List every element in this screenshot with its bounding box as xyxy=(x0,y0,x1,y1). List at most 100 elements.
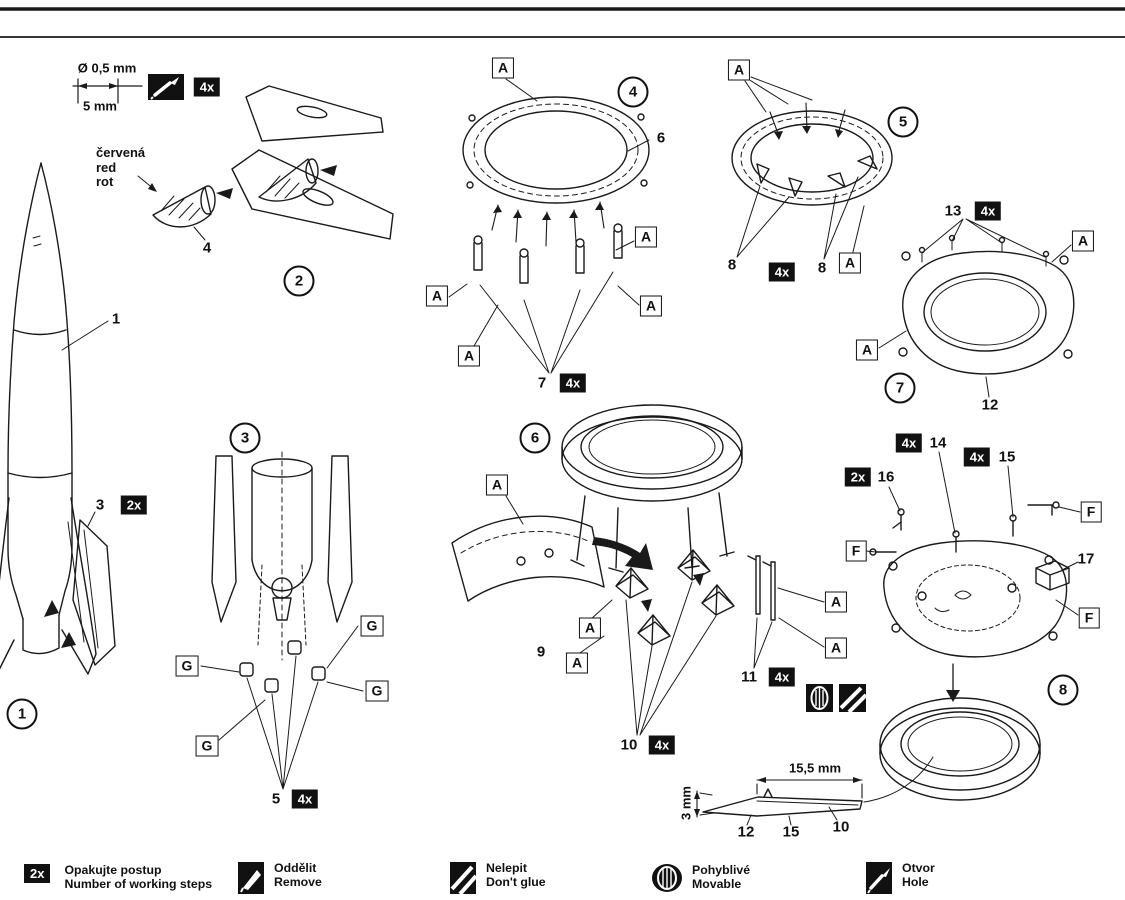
qty-badge-4x: 4x xyxy=(895,433,923,453)
page-top-rules xyxy=(0,7,1125,38)
part-number-10: 10 xyxy=(832,818,850,836)
sub-assembly-label-F: F xyxy=(1080,501,1102,523)
sub-assembly-label-A: A xyxy=(824,591,848,613)
sub-assembly-label-A: A xyxy=(639,295,663,317)
legend-line: Otvor xyxy=(902,861,935,875)
vane-length-label: 15,5 mm xyxy=(788,760,842,776)
color-note-de: rot xyxy=(96,174,114,189)
part-number-8: 8 xyxy=(727,256,737,274)
legend-text-remove: Oddělit Remove xyxy=(274,861,322,889)
qty-badge-4x: 4x xyxy=(559,373,587,393)
sub-assembly-label-A: A xyxy=(727,59,751,81)
legend-line: Nelepit xyxy=(486,861,527,875)
step-circle-1: 1 xyxy=(6,698,38,730)
step-circle-7: 7 xyxy=(884,372,916,404)
legend-item-repeat: 2x Opakujte postup Number of working ste… xyxy=(24,863,213,891)
sub-assembly-label-G: G xyxy=(360,615,384,637)
part-number-7: 7 xyxy=(537,374,547,392)
part-number-13: 13 xyxy=(944,202,962,220)
drill-diameter-label: Ø 0,5 mm xyxy=(77,60,137,76)
part-number-15: 15 xyxy=(782,823,800,841)
sub-assembly-label-F: F xyxy=(845,540,867,562)
qty-badge-2x: 2x xyxy=(120,495,148,515)
step-7-drawing xyxy=(878,218,1075,398)
part-number-5: 5 xyxy=(271,790,281,808)
color-note: červená red rot xyxy=(96,145,146,190)
drill-spacing-label: 5 mm xyxy=(83,98,117,114)
color-note-cz: červená xyxy=(96,145,146,160)
sub-assembly-label-A: A xyxy=(634,226,658,248)
part-number-3: 3 xyxy=(95,496,105,514)
dont-glue-icon xyxy=(450,862,476,894)
color-note-en: red xyxy=(96,159,117,175)
legend-line: Opakujte postup xyxy=(64,863,162,877)
part-number-15: 15 xyxy=(998,448,1016,466)
part-number-4: 4 xyxy=(202,239,212,257)
part-number-6: 6 xyxy=(656,129,666,147)
part-number-12: 12 xyxy=(737,823,755,841)
step-2-drawing xyxy=(72,78,394,241)
movable-icon xyxy=(806,684,833,712)
dont-glue-icon xyxy=(839,684,866,712)
sub-assembly-label-A: A xyxy=(457,345,481,367)
drill-icon xyxy=(148,74,184,100)
qty-badge-4x: 4x xyxy=(768,667,796,687)
qty-badge-4x: 4x xyxy=(648,735,676,755)
step-5-drawing xyxy=(731,76,893,260)
sub-assembly-label-F: F xyxy=(1078,607,1100,629)
step-circle-8: 8 xyxy=(1047,674,1079,706)
part-number-10: 10 xyxy=(620,736,638,754)
step-circle-4: 4 xyxy=(617,76,649,108)
part-number-12: 12 xyxy=(981,396,999,414)
sub-assembly-label-A: A xyxy=(425,285,449,307)
legend-text-movable: Pohyblivé Movable xyxy=(692,863,751,891)
legend-line: Movable xyxy=(692,876,742,891)
legend-line: Pohyblivé xyxy=(692,863,751,877)
step-circle-2: 2 xyxy=(283,265,315,297)
part-number-17: 17 xyxy=(1077,550,1095,568)
sub-assembly-label-A: A xyxy=(485,474,509,496)
legend-line: Hole xyxy=(902,874,929,889)
legend-item-hole: Otvor Hole xyxy=(866,861,935,894)
part-number-11: 11 xyxy=(741,668,757,686)
part-number-8: 8 xyxy=(817,259,827,277)
sub-assembly-label-A: A xyxy=(824,637,848,659)
qty-badge-4x: 4x xyxy=(963,447,991,467)
part-number-9: 9 xyxy=(536,643,546,661)
vane-measurement-drawing xyxy=(694,756,934,826)
part-number-14: 14 xyxy=(929,434,947,452)
qty-badge-2x: 2x xyxy=(844,467,872,487)
remove-icon xyxy=(238,862,264,894)
sub-assembly-label-A: A xyxy=(491,57,515,79)
movable-icon xyxy=(652,864,682,892)
step-1-drawing xyxy=(0,162,116,675)
part-number-1: 1 xyxy=(111,310,121,328)
sub-assembly-label-G: G xyxy=(365,680,389,702)
qty-badge-4x: 4x xyxy=(974,201,1002,221)
step-circle-5: 5 xyxy=(887,106,919,138)
part-number-16: 16 xyxy=(877,468,895,486)
sub-assembly-label-A: A xyxy=(1071,230,1095,252)
hole-icon xyxy=(866,862,892,894)
step-circle-3: 3 xyxy=(229,422,261,454)
qty-badge-2x: 2x xyxy=(24,864,51,883)
qty-badge-4x: 4x xyxy=(768,262,796,282)
legend-item-remove: Oddělit Remove xyxy=(238,861,322,894)
qty-badge-4x: 4x xyxy=(193,77,221,97)
sub-assembly-label-A: A xyxy=(578,617,602,639)
legend-text-repeat: Opakujte postup Number of working steps xyxy=(64,863,213,891)
legend-text-hole: Otvor Hole xyxy=(902,861,935,889)
sub-assembly-label-A: A xyxy=(855,339,879,361)
sub-assembly-label-A: A xyxy=(838,252,862,274)
qty-badge-4x: 4x xyxy=(291,789,319,809)
legend-item-dont-glue: Nelepit Don't glue xyxy=(450,861,546,894)
legend-line: Number of working steps xyxy=(64,876,213,891)
step-3-drawing xyxy=(200,451,364,790)
legend-text-dont-glue: Nelepit Don't glue xyxy=(486,861,546,889)
sub-assembly-label-G: G xyxy=(175,655,199,677)
legend-line: Don't glue xyxy=(486,874,546,889)
step-6-drawing xyxy=(451,404,825,736)
legend-line: Remove xyxy=(274,874,322,889)
